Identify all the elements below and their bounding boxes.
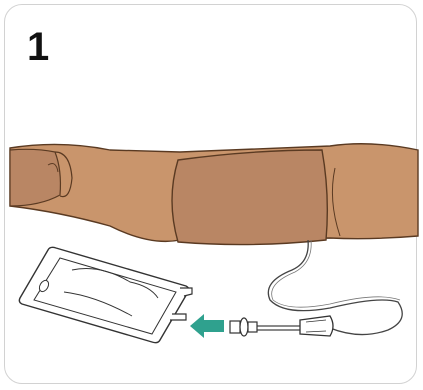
connector-icon [230,318,257,336]
fluid-bag-icon [19,247,192,342]
arrow-left-icon [190,314,224,338]
cuff-icon [172,150,327,245]
tubing-icon [256,240,402,336]
